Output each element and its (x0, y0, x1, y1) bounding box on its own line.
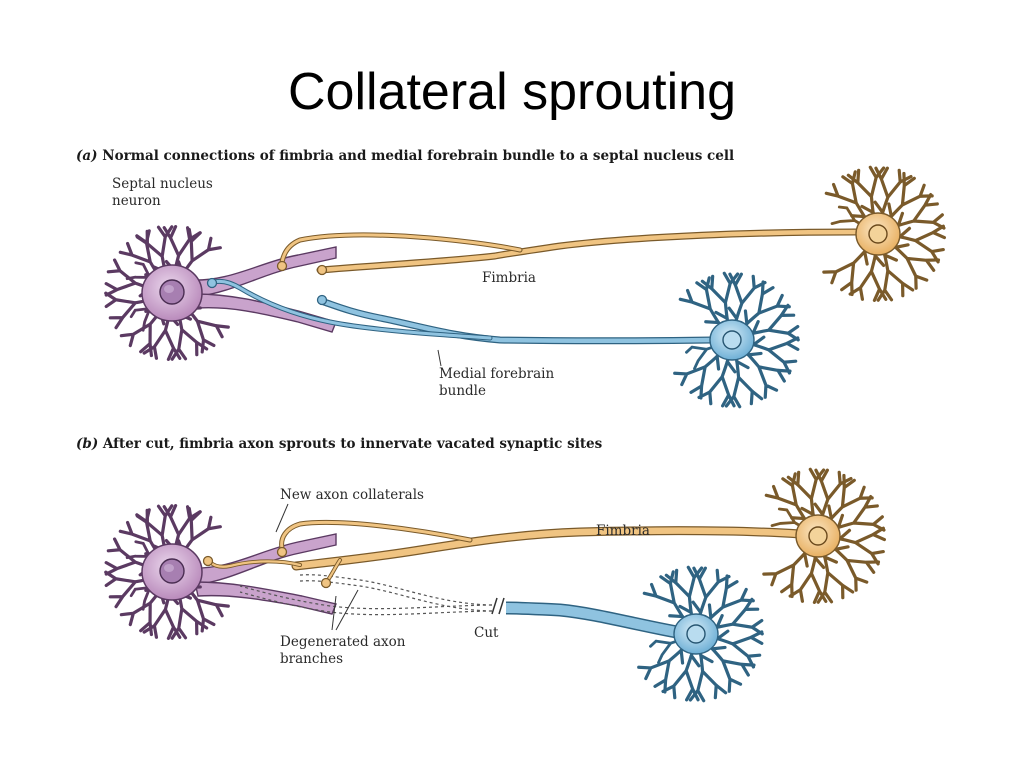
panel-a-heading: (a) Normal connections of fimbria and me… (76, 148, 734, 164)
mfb-terminal-a1 (206, 277, 218, 289)
panel-a-letter: (a) (76, 148, 98, 164)
mfb-label-line1: Medial forebrain (439, 366, 555, 382)
panel-a-heading-text: Normal connections of fimbria and medial… (102, 148, 735, 164)
fimbria-terminal-a1 (276, 260, 288, 272)
fimbria-label-a: Fimbria (482, 270, 536, 286)
degenerated-leader-2 (331, 595, 337, 631)
degenerated-label-line1: Degenerated axon (280, 634, 406, 650)
septal-dendrite-lower (194, 293, 337, 333)
mfb-leader-line (437, 349, 442, 367)
fimbria-label-b: Fimbria (596, 523, 650, 539)
collateral-terminal-1 (202, 555, 214, 567)
slide-title: Collateral sprouting (287, 63, 737, 121)
mfb-label: Medial forebrain bundle (439, 366, 554, 400)
cut-label: Cut (474, 625, 499, 641)
degenerated-branch-upper (299, 574, 493, 606)
new-collaterals-label: New axon collaterals (280, 487, 424, 503)
septal-neuron-label-line1: Septal nucleus (112, 176, 213, 192)
degenerated-label-line2: branches (280, 651, 344, 667)
septal-dendrite-upper (188, 246, 337, 297)
panel-b-heading: (b) After cut, fimbria axon sprouts to i… (76, 436, 602, 452)
panel-b-heading-text: After cut, fimbria axon sprouts to inner… (102, 436, 603, 452)
collaterals-leader-line (275, 503, 289, 533)
cut-mark-1 (491, 597, 498, 615)
collateral-terminal-2 (320, 577, 332, 589)
mfb-axon-a (320, 298, 716, 345)
mfb-label-line2: bundle (439, 383, 486, 399)
septal-dendrite-lower-b (194, 581, 337, 615)
panel-a-diagram (102, 164, 947, 409)
degenerated-leader-1 (335, 589, 359, 631)
cut-mark-2 (498, 597, 505, 615)
panel-b-diagram (102, 466, 887, 703)
septal-neuron-label-line2: neuron (112, 193, 161, 209)
panel-b-letter: (b) (76, 436, 99, 452)
mfb-terminal-a2 (316, 294, 328, 306)
septal-dendrite-upper-b (188, 533, 337, 585)
septal-neuron-label: Septal nucleus neuron (112, 176, 213, 210)
fimbria-terminal-a2 (316, 264, 328, 276)
degenerated-branch-lower (239, 585, 493, 610)
fimbria-terminal-b (276, 546, 288, 558)
degenerated-label: Degenerated axon branches (280, 634, 405, 668)
